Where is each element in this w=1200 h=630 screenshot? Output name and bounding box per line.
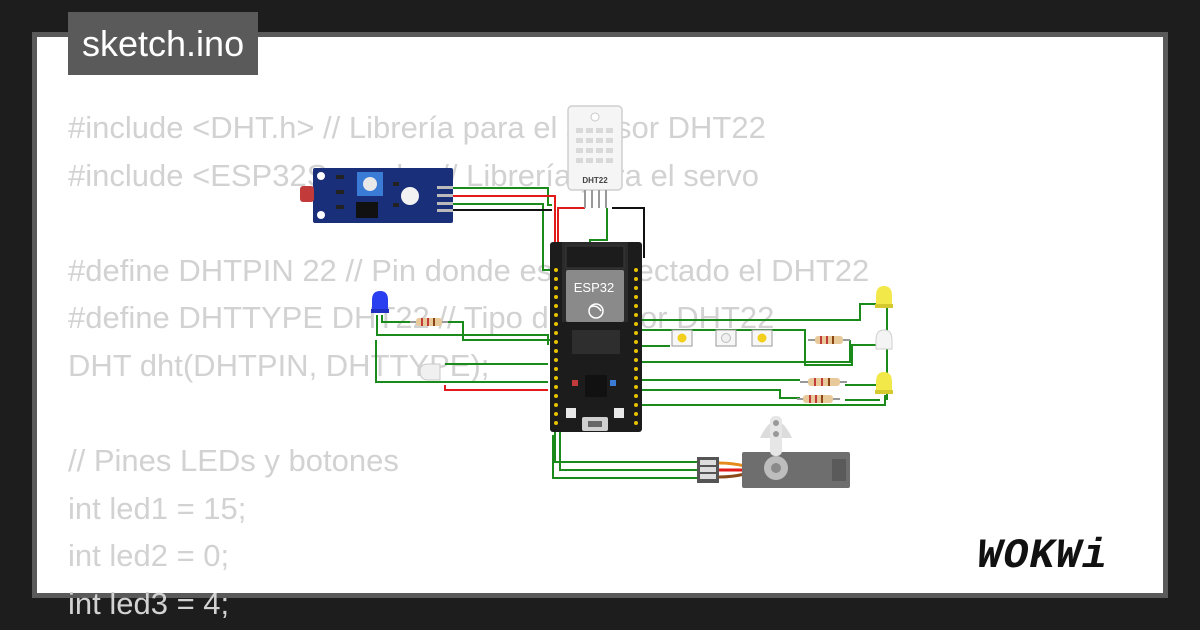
ldr-module[interactable]: [300, 168, 453, 223]
white-led-right[interactable]: [875, 329, 893, 350]
photoresistor-icon: [300, 186, 314, 202]
code-line: int led1 = 15;: [68, 490, 247, 526]
resistor[interactable]: [800, 378, 847, 386]
resistor[interactable]: [797, 395, 840, 403]
resistor[interactable]: [410, 318, 448, 326]
code-line: DHT dht(DHTPIN, DHTTYPE);: [68, 347, 490, 383]
wokwi-logo: WOKWi: [977, 532, 1108, 580]
dht22-sensor[interactable]: DHT22: [567, 105, 623, 208]
code-line: int led2 = 0;: [68, 538, 230, 574]
espressif-logo-icon: [588, 303, 604, 319]
wires: [375, 187, 888, 479]
push-button[interactable]: [715, 329, 737, 347]
wokwi-logo-text: WOKWi: [977, 532, 1108, 580]
file-name-tag: sketch.ino: [68, 12, 259, 75]
blue-led[interactable]: [371, 291, 389, 313]
resistor[interactable]: [808, 336, 850, 344]
yellow-led[interactable]: [875, 372, 893, 394]
servo-motor[interactable]: [697, 416, 850, 488]
potentiometer-knob-icon[interactable]: [363, 177, 377, 191]
yellow-led[interactable]: [875, 286, 893, 308]
esp32-label: ESP32: [574, 280, 614, 295]
dht22-label: DHT22: [582, 176, 608, 185]
push-button[interactable]: [751, 329, 773, 347]
code-line: int led3 = 4;: [68, 585, 230, 621]
white-led-left[interactable]: [419, 363, 441, 381]
code-line: // Pines LEDs y botones: [68, 443, 399, 479]
push-button[interactable]: [671, 329, 693, 347]
esp32-board[interactable]: ESP32: [550, 242, 642, 432]
